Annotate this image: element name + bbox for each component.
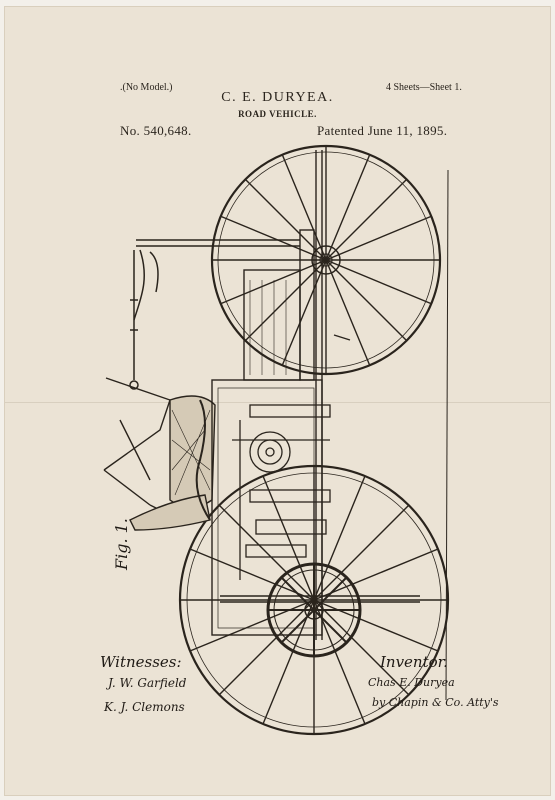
rear-wheel-icon	[210, 144, 442, 376]
witness-signature-2: K. J. Clemons	[104, 700, 185, 714]
attorney-signature: by Chapin & Co. Atty's	[372, 696, 499, 709]
witnesses-label: Witnesses:	[100, 653, 182, 671]
gear-icon	[232, 404, 331, 580]
inventor-name: C. E. DURYEA.	[221, 90, 334, 105]
edge-line	[445, 169, 449, 701]
fold-line	[4, 402, 551, 403]
patent-number: No. 540,648.	[120, 123, 192, 138]
inventor-label: Inventor.	[380, 653, 448, 671]
drive-rod-icon	[220, 334, 420, 603]
seat-cushion-icon	[129, 395, 216, 531]
patent-sheet	[4, 6, 551, 796]
no-model-note: .(No Model.)	[120, 82, 173, 93]
figure-label: Fig. 1.	[112, 518, 131, 570]
witness-signature-1: J. W. Garfield	[108, 676, 187, 690]
tiller-icon	[129, 239, 300, 390]
engine-body-icon	[211, 150, 323, 640]
invention-title: ROAD VEHICLE.	[238, 109, 317, 119]
sheet-count: 4 Sheets—Sheet 1.	[386, 82, 462, 93]
patent-date: Patented June 11, 1895.	[317, 123, 448, 138]
inventor-signature: Chas E. Duryea	[368, 676, 455, 689]
seat-frame-icon	[103, 377, 171, 511]
